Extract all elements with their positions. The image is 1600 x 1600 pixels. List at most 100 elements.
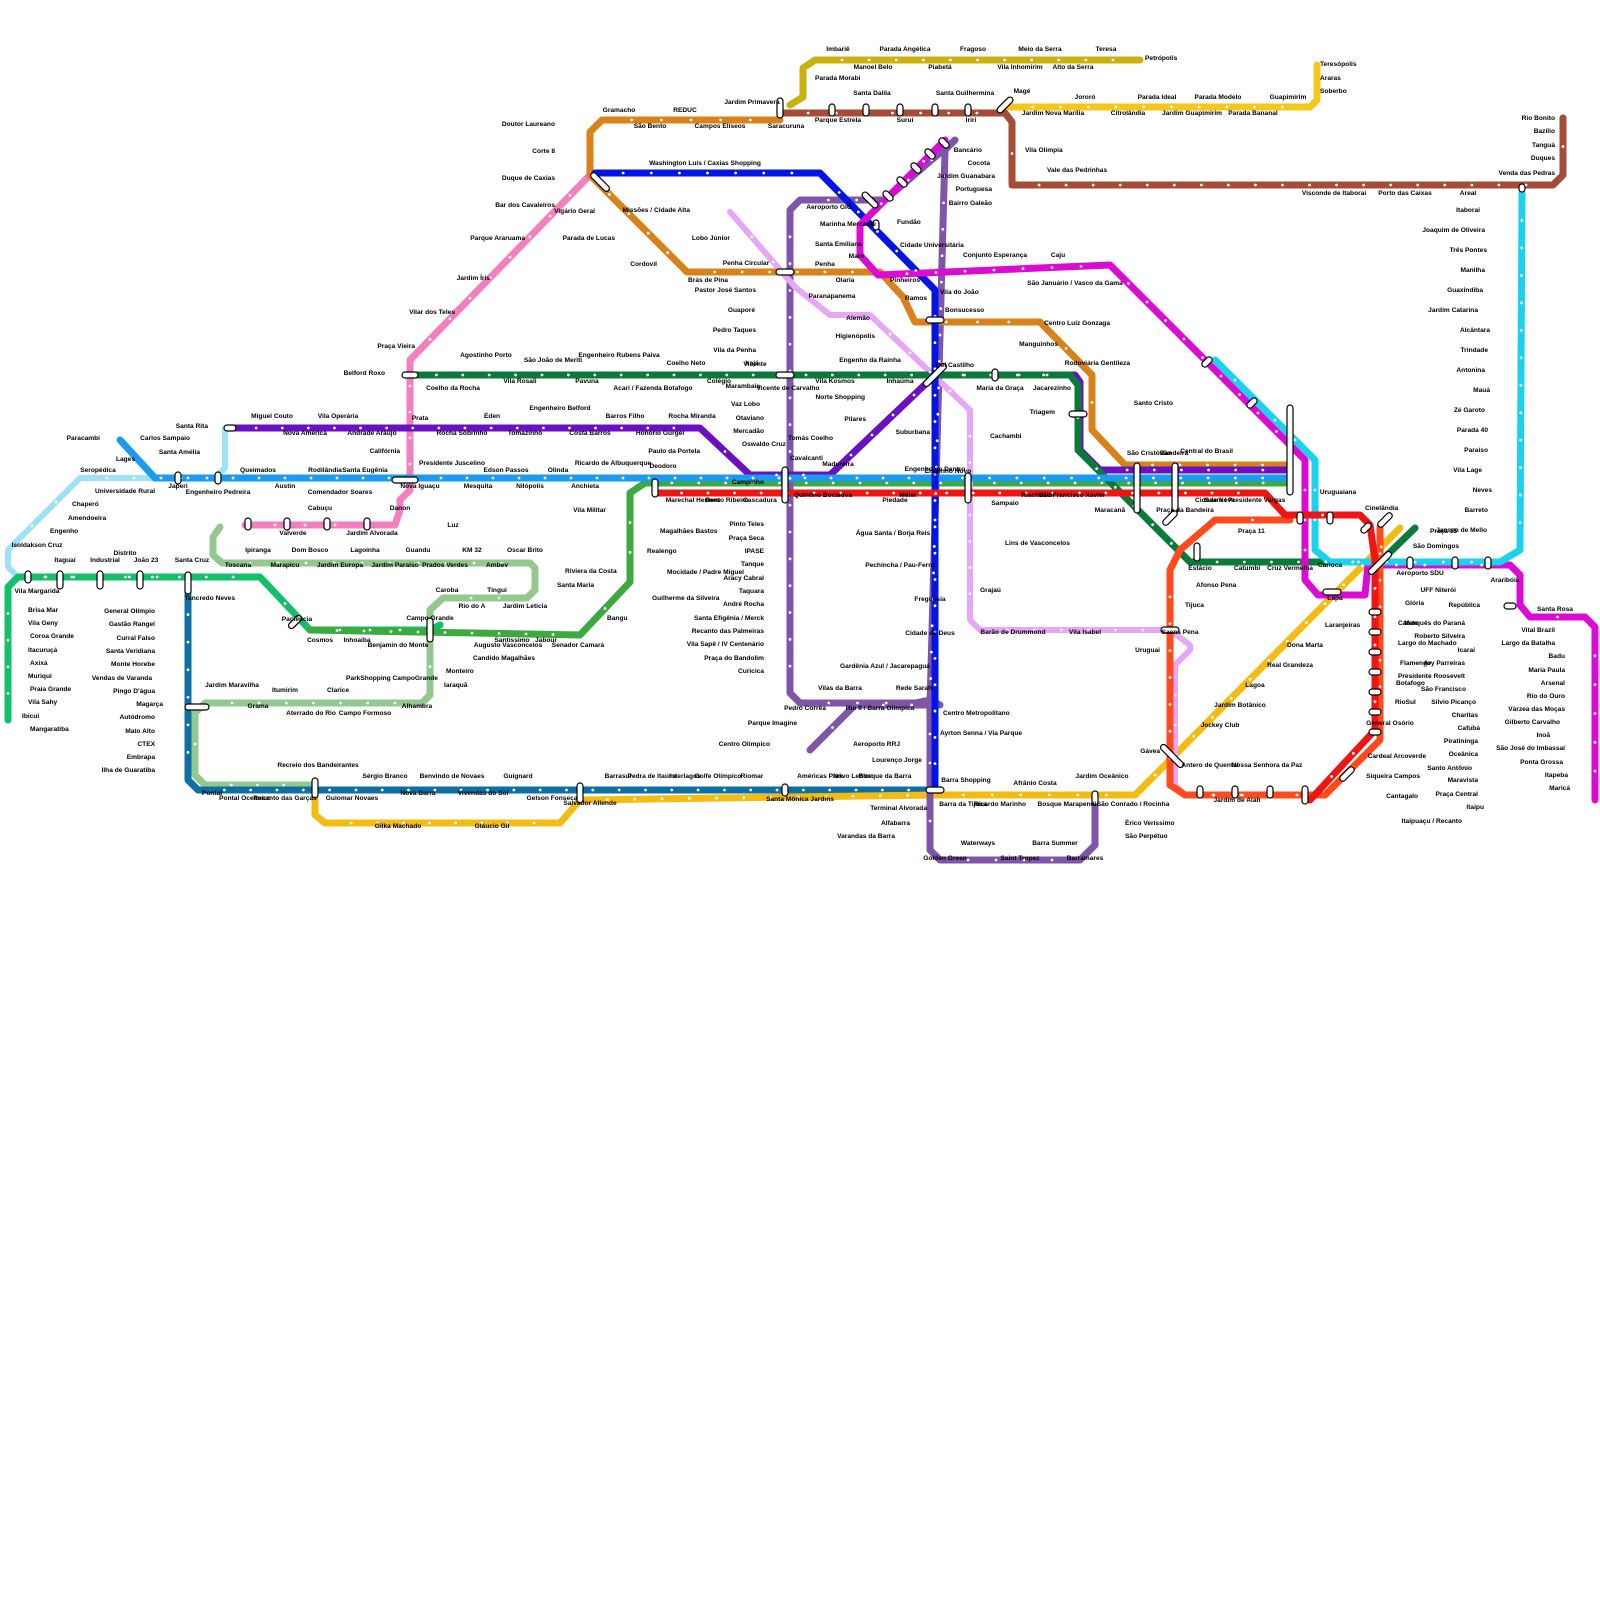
station-dot (1237, 491, 1240, 495)
station-dot (1233, 463, 1237, 467)
station-label: Trindade (1461, 347, 1489, 354)
station-dot (1173, 693, 1177, 697)
station-label: Vila Kosmos (815, 378, 855, 385)
station-dot (1441, 560, 1445, 564)
station-dot (1261, 476, 1265, 480)
interchange-marker (223, 424, 237, 432)
station-dot (1211, 793, 1215, 797)
interchange-marker (56, 570, 64, 590)
station-dot (1248, 677, 1252, 681)
station-label: Largo da Batalha (1502, 640, 1556, 647)
station-dot (1168, 595, 1172, 599)
station-label: Mocidade / Padre Miguel (667, 569, 744, 576)
station-label: Cardeal Arcoverde (1368, 753, 1427, 760)
station-dot (594, 426, 597, 430)
station-dot (333, 523, 337, 527)
station-label: Pedra de Itaúna (627, 773, 676, 780)
station-dot (1286, 640, 1289, 643)
station-dot (1031, 105, 1035, 109)
station-dot (408, 384, 412, 388)
station-label: Salvador Allende (563, 800, 617, 807)
station-dot (937, 360, 941, 363)
station-dot (1520, 246, 1524, 250)
station-label: Praça da Bandeira (1156, 507, 1214, 514)
station-label: Sílvio Picanço (1431, 699, 1476, 706)
interchange-marker (184, 703, 210, 711)
station-dot (1519, 466, 1522, 470)
station-dot (939, 481, 943, 485)
station-label: Rede Sarah (896, 685, 932, 692)
station-dot (411, 426, 415, 430)
station-label: Maricá (1549, 785, 1570, 792)
station-dot (568, 426, 571, 430)
station-label: Soberbo (1320, 88, 1347, 95)
station-dot (1303, 518, 1307, 522)
station-dot (70, 575, 74, 579)
station-label: Vilar dos Teles (409, 309, 455, 316)
station-dot (918, 491, 922, 495)
station-dot (6, 612, 10, 615)
station-label: Jansen de Mello (1436, 527, 1487, 534)
station-dot (699, 373, 702, 377)
station-label: Vicente de Carvalho (757, 385, 820, 392)
interchange-marker (996, 96, 1014, 114)
station-dot (1030, 58, 1034, 62)
station-label: Paulo da Portela (648, 448, 700, 455)
line-orange (1166, 516, 1384, 799)
station-dot (1215, 560, 1219, 564)
station-dot (306, 426, 310, 430)
station-dot (303, 523, 307, 527)
station-label: Cordovil (630, 261, 657, 268)
station-dot (627, 212, 631, 216)
station-label: Monteiro (446, 668, 474, 675)
station-dot (976, 320, 979, 324)
station-dot (940, 254, 944, 258)
station-label: Industrial (90, 557, 120, 564)
station-dot (1233, 378, 1237, 382)
station-label: Oswaldo Cruz (742, 441, 787, 448)
station-dot (1045, 373, 1049, 377)
interchange-marker (24, 570, 32, 584)
station-dot (1050, 858, 1054, 862)
station-dot (646, 373, 649, 377)
station-dot (1050, 266, 1054, 269)
station-dot (928, 761, 932, 765)
interchange-marker (311, 777, 319, 799)
interchange-marker (1162, 510, 1178, 526)
station-dot (697, 481, 701, 485)
station-dot (1351, 560, 1355, 564)
station-dot (1256, 411, 1260, 415)
station-label: Gávea (1140, 748, 1160, 755)
station-dot (976, 58, 979, 62)
station-dot (1303, 488, 1307, 492)
station-label: Vivendas do Sol (458, 790, 509, 797)
interchange-marker (1360, 522, 1372, 534)
station-label: Meio da Serra (1018, 46, 1062, 53)
station-dot (992, 268, 996, 272)
station-dot (971, 491, 975, 495)
station-label: Penha Circular (723, 260, 770, 267)
station-dot (416, 630, 420, 634)
station-dot (359, 426, 362, 430)
station-dot (1201, 356, 1204, 359)
station-label: Jardim Oceânico (1075, 773, 1128, 780)
station-dot (608, 193, 611, 196)
station-dot (929, 677, 933, 680)
station-label: General Osório (1366, 720, 1414, 727)
station-dot (992, 481, 996, 485)
station-label: Quintino Bocaiúva (794, 492, 853, 499)
station-dot (1127, 282, 1130, 285)
station-dot (867, 58, 871, 62)
station-label: Miguel Couto (251, 413, 293, 420)
interchange-marker (214, 471, 222, 485)
station-label: Pilares (844, 416, 866, 423)
station-dot (851, 270, 854, 274)
station-dot (159, 476, 163, 480)
station-dot (1295, 793, 1299, 797)
station-label: Guignard (503, 773, 532, 780)
station-dot (1005, 628, 1009, 632)
line-vila-inhomirim (776, 109, 1567, 189)
interchange-marker (244, 517, 252, 531)
station-label: Parque Araruama (470, 235, 525, 242)
